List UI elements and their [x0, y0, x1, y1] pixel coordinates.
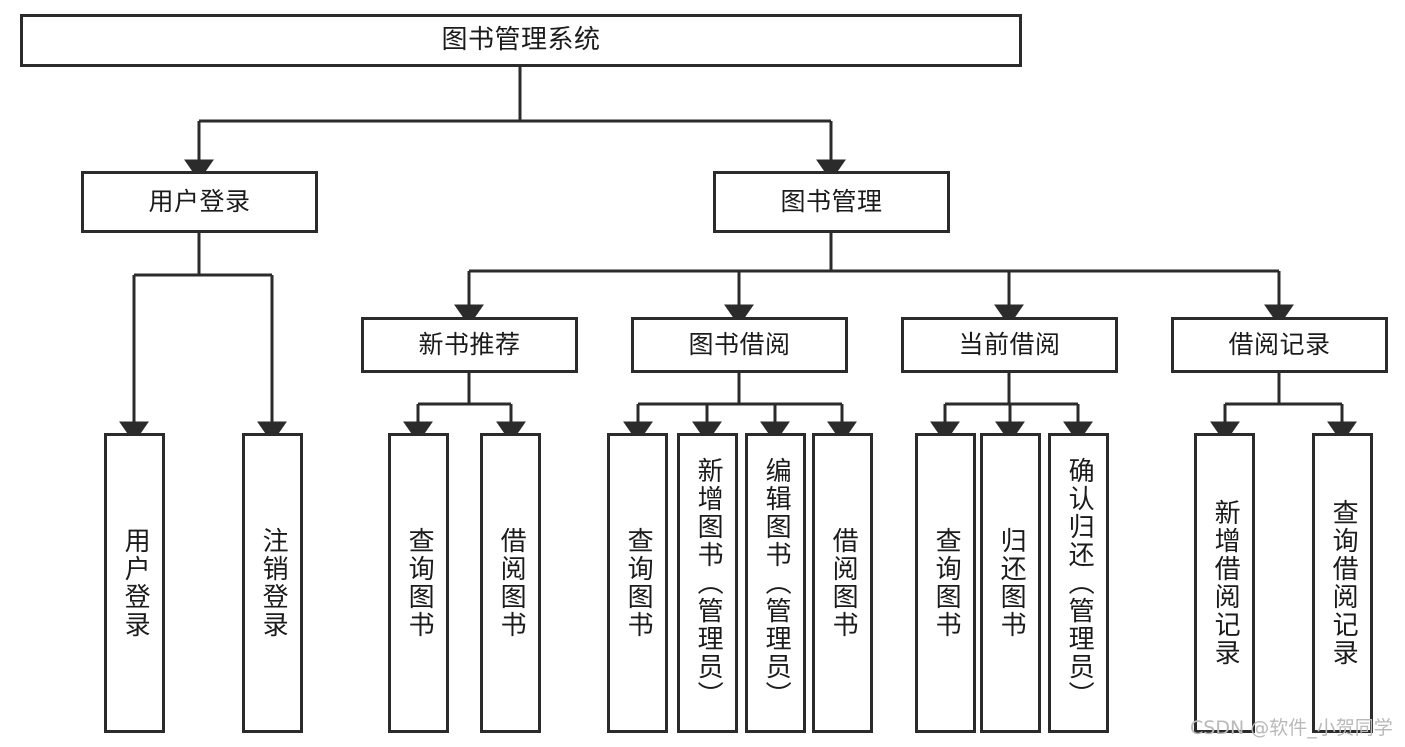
- leaf-current-borrow-confirm-return-admin[interactable]: 确认归还（管理员）: [1048, 433, 1109, 733]
- node-label: 图书借阅: [688, 330, 791, 360]
- node-label: 借阅图书: [496, 527, 527, 639]
- leaf-new-book-query-book[interactable]: 查询图书: [388, 433, 449, 733]
- node-label: 当前借阅: [958, 330, 1061, 360]
- node-label: 借阅图书: [828, 527, 859, 639]
- node-label: 新书推荐: [418, 330, 521, 360]
- node-label: 图书管理系统: [441, 25, 601, 56]
- leaf-borrow-record-query-record[interactable]: 查询借阅记录: [1312, 433, 1373, 733]
- leaf-book-borrow-edit-book-admin[interactable]: 编辑图书（管理员）: [745, 433, 806, 733]
- node-label: 借阅记录: [1228, 330, 1331, 360]
- node-label: 查询借阅记录: [1328, 499, 1359, 667]
- leaf-book-borrow-add-book-admin[interactable]: 新增图书（管理员）: [677, 433, 738, 733]
- node-label: 确认归还（管理员）: [1064, 457, 1095, 709]
- node-label: 查询图书: [931, 527, 962, 639]
- node-current-borrow[interactable]: 当前借阅: [901, 317, 1118, 373]
- leaf-current-borrow-return-book[interactable]: 归还图书: [980, 433, 1041, 733]
- node-label: 新增图书（管理员）: [693, 457, 724, 709]
- node-label: 新增借阅记录: [1210, 499, 1241, 667]
- leaf-current-borrow-query-book[interactable]: 查询图书: [915, 433, 976, 733]
- node-label: 图书管理: [780, 187, 883, 217]
- leaf-user-login-logout[interactable]: 注销登录: [242, 433, 303, 733]
- node-root-book-management-system[interactable]: 图书管理系统: [20, 14, 1022, 67]
- leaf-user-login-login[interactable]: 用户登录: [104, 433, 165, 733]
- leaf-new-book-borrow-book[interactable]: 借阅图书: [480, 433, 541, 733]
- node-label: 注销登录: [258, 527, 289, 639]
- leaf-book-borrow-borrow-book[interactable]: 借阅图书: [812, 433, 873, 733]
- node-new-book-recommend[interactable]: 新书推荐: [361, 317, 578, 373]
- node-label: 查询图书: [404, 527, 435, 639]
- node-label: 用户登录: [148, 187, 251, 217]
- node-user-login[interactable]: 用户登录: [81, 171, 318, 233]
- node-book-management[interactable]: 图书管理: [713, 171, 950, 233]
- node-borrow-record[interactable]: 借阅记录: [1171, 317, 1388, 373]
- node-book-borrow[interactable]: 图书借阅: [631, 317, 848, 373]
- node-label: 归还图书: [996, 527, 1027, 639]
- csdn-watermark: CSDN @软件_小贺同学: [1190, 717, 1393, 739]
- node-label: 用户登录: [120, 527, 151, 639]
- leaf-book-borrow-query-book[interactable]: 查询图书: [607, 433, 668, 733]
- node-label: 查询图书: [623, 527, 654, 639]
- leaf-borrow-record-add-record[interactable]: 新增借阅记录: [1194, 433, 1255, 733]
- node-label: 编辑图书（管理员）: [761, 457, 792, 709]
